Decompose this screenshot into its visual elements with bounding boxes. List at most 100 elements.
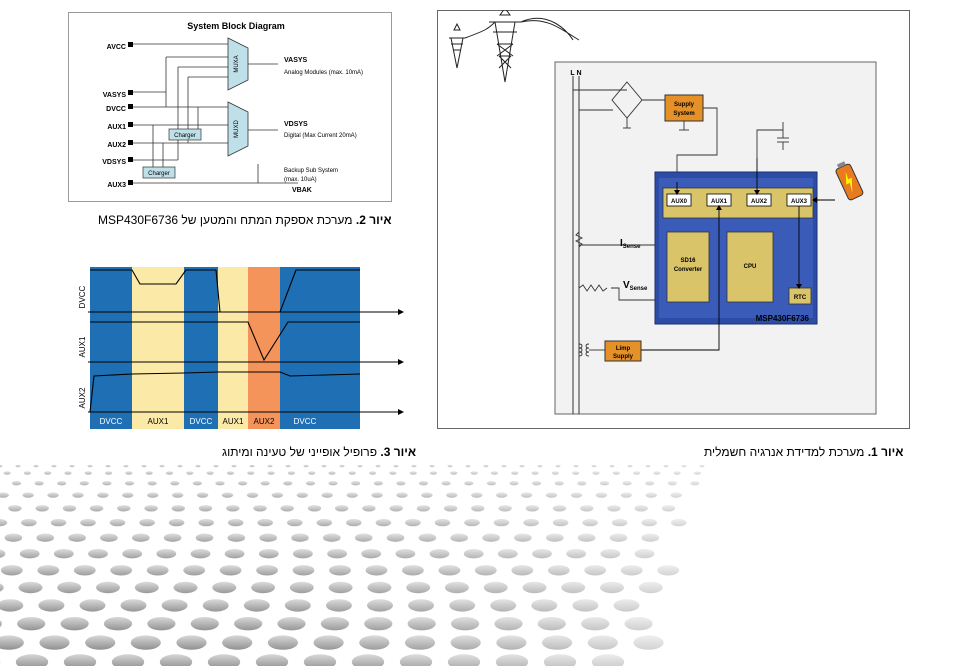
block-diagram-title: System Block Diagram bbox=[187, 21, 285, 31]
decorative-dot bbox=[591, 654, 625, 666]
decorative-dot bbox=[73, 565, 96, 576]
decorative-dot bbox=[22, 492, 34, 498]
decorative-dot bbox=[256, 565, 278, 576]
decorative-dot bbox=[173, 581, 198, 594]
decorative-dot bbox=[523, 518, 539, 527]
decorative-dot bbox=[573, 464, 579, 468]
decorative-dot bbox=[69, 464, 75, 468]
decorative-dot bbox=[663, 464, 669, 468]
decorative-dot bbox=[8, 505, 22, 512]
decorative-dot bbox=[572, 599, 599, 612]
decorative-dot bbox=[293, 549, 313, 559]
charger-label-1: Charger bbox=[174, 133, 196, 139]
decorative-dot bbox=[581, 617, 610, 631]
muxd-block bbox=[227, 101, 249, 157]
decorative-dot bbox=[361, 549, 382, 559]
decorative-dot bbox=[409, 471, 417, 475]
decorative-dot bbox=[15, 654, 49, 666]
segment-bg-dvcc-2 bbox=[184, 267, 218, 429]
energy-metering-diagram: L N Supply System AUX0 AUX1 AUX2 bbox=[437, 10, 910, 429]
decorative-dot bbox=[227, 518, 244, 527]
chip-name: MSP430F6736 bbox=[756, 314, 810, 323]
decorative-dot bbox=[612, 471, 620, 475]
decorative-dot bbox=[600, 549, 621, 559]
decorative-dot bbox=[328, 581, 353, 594]
decorative-dot bbox=[346, 492, 358, 498]
decorative-dot bbox=[443, 505, 458, 512]
decorative-dot bbox=[566, 549, 587, 559]
decorative-dot bbox=[483, 581, 508, 594]
decorative-dot bbox=[607, 505, 621, 512]
cpu-block bbox=[726, 231, 774, 303]
supply-system-block bbox=[664, 94, 704, 122]
rtc-label: RTC bbox=[794, 295, 807, 301]
decorative-dot bbox=[375, 464, 381, 468]
decorative-dot bbox=[97, 492, 109, 498]
decorative-dot bbox=[449, 599, 476, 612]
decorative-dot bbox=[599, 481, 610, 486]
decorative-dot bbox=[482, 533, 500, 542]
decorative-dot bbox=[132, 533, 150, 542]
charger-label-2: Charger bbox=[148, 171, 170, 177]
decorative-dot bbox=[673, 471, 681, 475]
decorative-dot bbox=[0, 518, 8, 527]
decorative-dot bbox=[493, 518, 510, 527]
decorative-dot bbox=[531, 471, 539, 475]
decorative-dot bbox=[519, 464, 525, 468]
decorative-dot bbox=[416, 505, 431, 512]
decorative-dot bbox=[105, 471, 113, 475]
decorative-dot bbox=[561, 581, 586, 594]
decorative-dot bbox=[196, 492, 209, 498]
decorative-dot bbox=[50, 518, 67, 527]
decorative-dot bbox=[371, 492, 383, 498]
decorative-dot bbox=[171, 505, 185, 512]
decorative-dot bbox=[471, 492, 483, 498]
decorative-dot bbox=[395, 549, 416, 559]
decorative-dot bbox=[555, 464, 561, 468]
decorative-dot bbox=[234, 617, 263, 631]
decorative-dot bbox=[226, 505, 240, 512]
decorative-dot bbox=[690, 481, 700, 486]
decorative-dot bbox=[537, 617, 566, 631]
decorative-dot bbox=[450, 533, 469, 542]
decorative-dot bbox=[511, 471, 519, 475]
isense-main: I bbox=[620, 238, 623, 249]
decorative-dot bbox=[498, 505, 512, 512]
segment-label-aux2: AUX2 bbox=[254, 417, 275, 426]
decorative-dot bbox=[627, 464, 633, 468]
decorative-dot bbox=[289, 581, 314, 594]
charger-block-2 bbox=[142, 166, 176, 179]
decorative-dot bbox=[11, 481, 22, 486]
decorative-dot bbox=[634, 505, 648, 512]
decorative-dot bbox=[634, 549, 655, 559]
isense-sub: Sense bbox=[623, 244, 641, 250]
decorative-dot bbox=[308, 471, 316, 475]
decorative-dot bbox=[514, 533, 532, 542]
decorative-dot bbox=[641, 533, 660, 542]
segment-label-dvcc-3: DVCC bbox=[294, 417, 317, 426]
decorative-dot bbox=[0, 620, 2, 628]
charger-block-1 bbox=[168, 128, 202, 141]
backup-desc-2: (max. 10uA) bbox=[284, 177, 317, 183]
aux1-label: AUX1 bbox=[711, 199, 728, 205]
fig3-caption: איור 3. פרופיל אופייני של טעינה ומיתוג bbox=[222, 445, 416, 459]
decorative-dot bbox=[271, 492, 284, 498]
decorative-dot bbox=[170, 481, 180, 486]
decorative-dot bbox=[671, 518, 687, 527]
decorative-dot bbox=[450, 635, 481, 650]
decorative-dot bbox=[408, 599, 435, 612]
decorative-dot bbox=[509, 481, 519, 486]
decorative-dot bbox=[110, 565, 133, 576]
decorative-dot bbox=[396, 492, 408, 498]
decorative-dot bbox=[609, 533, 628, 542]
decorative-dot bbox=[373, 481, 383, 486]
decorative-dot bbox=[351, 481, 361, 486]
aux2-waveform bbox=[89, 371, 361, 413]
decorative-dot bbox=[291, 533, 309, 542]
decorative-dot bbox=[447, 654, 481, 666]
decorative-dot bbox=[434, 518, 451, 527]
decorative-dot bbox=[327, 549, 347, 559]
decorative-dot bbox=[0, 583, 4, 592]
decorative-dot bbox=[661, 505, 676, 512]
pin-vasys: VASYS bbox=[103, 92, 127, 99]
